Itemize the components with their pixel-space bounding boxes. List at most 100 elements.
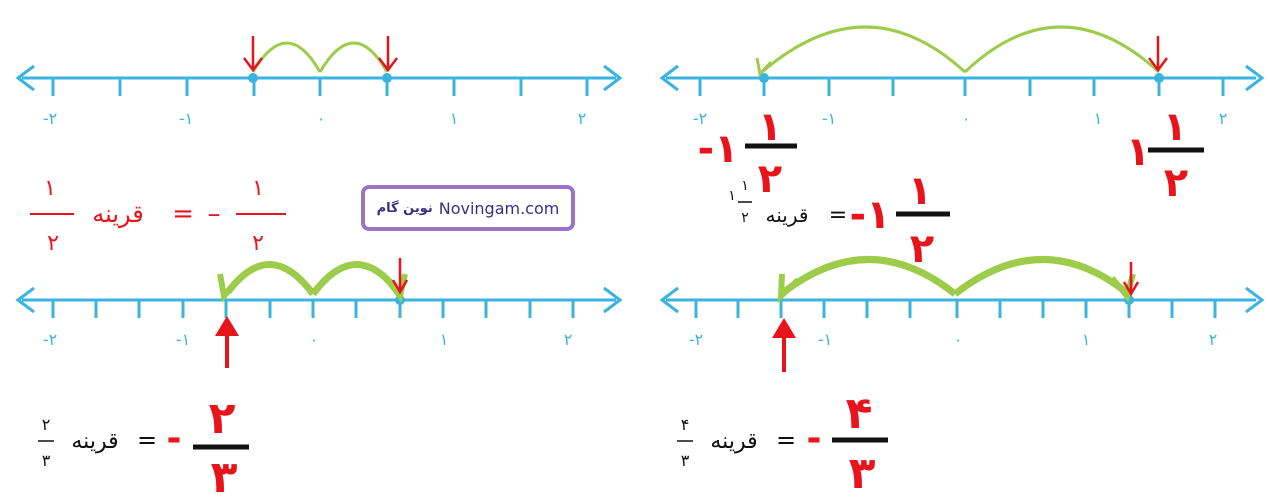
mixed-numerator: ۱ [758,104,782,150]
fraction-denominator: ۲ [252,231,264,256]
red-up-arrow [772,318,796,372]
tick-label: ۱ [450,109,459,128]
fraction-numerator: ۱ [741,178,749,194]
tick-label: ۲ [1219,109,1228,128]
tick-label: -۲ [43,109,57,128]
tick-label: -۲ [43,330,57,349]
tick-label: -۱ [818,330,832,349]
tick-label: ۱ [1082,330,1091,349]
tick-label: -۲ [693,109,707,128]
arc-arrowhead [755,57,773,78]
equation-top-left: ۱ ۲ قرینه = – ۱ ۲ [30,176,286,256]
tick-label: -۱ [179,109,193,128]
axis-arrow-left [15,64,35,92]
red-down-arrow [1148,36,1168,73]
watermark-persian: نوین گام [376,200,433,216]
mixed-whole: -۱ [849,192,890,238]
axis-arrow-right [603,286,623,314]
tick-marks [51,300,575,318]
equals-sign: = [776,426,796,454]
tick-label: ۰ [317,109,326,128]
number-line-top-left: -۲ -۱ ۰ ۱ ۲ [15,36,623,128]
mixed-whole: ۱ [728,188,736,204]
equals-sign: = [172,199,194,229]
number-line-bottom-left: -۲ -۱ ۰ ۱ ۲ [15,258,623,368]
axis-arrow-right [1245,64,1265,92]
equals-sign: = [829,203,847,228]
fraction-denominator: ۲ [910,226,934,272]
axis-arrow-left [659,286,679,314]
jump-arc [761,25,967,74]
word-opposite: قرینه [71,429,118,454]
tick-label: ۱ [1094,109,1103,128]
arc-arrowhead [777,273,801,304]
number-line-bottom-right: -۲ -۱ ۰ ۱ ۲ [659,256,1265,372]
watermark-logo: نوین گام Novingam.com [361,185,575,231]
equation-bottom-right: ۴ ۳ قرینه = - ۴ ۳ [677,388,888,499]
mixed-whole: ۱ [1126,129,1150,175]
red-down-arrow [243,36,263,73]
fraction-numerator: ۱ [44,176,56,201]
word-opposite: قرینه [766,203,809,227]
mixed-whole: -۱ [697,126,738,172]
watermark-latin: Novingam.com [438,198,560,218]
tick-label: ۱ [440,330,449,349]
tick-marks [51,78,589,96]
word-opposite: قرینه [92,200,144,228]
axis-arrow-right [603,64,623,92]
red-down-arrow [1122,262,1140,297]
point-label-negative: -۱ ۱ ۲ [697,104,797,202]
tick-label: ۰ [310,330,319,349]
tick-label: -۲ [689,330,703,349]
point-marker [382,73,392,83]
arc-arrowhead [217,273,243,303]
jump-arc [963,25,1161,74]
tick-label: -۱ [176,330,190,349]
red-up-arrow [215,316,239,368]
tick-label: ۰ [954,330,963,349]
axis-arrow-right [1245,286,1265,314]
tick-marks [694,300,1217,318]
tick-marks [698,78,1225,96]
tick-label: ۲ [1209,330,1218,349]
mixed-denominator: ۲ [1164,160,1188,206]
arc-arrowhead [383,273,408,303]
fraction-numerator: ۲ [209,393,236,444]
minus-sign: - [807,418,822,459]
tick-label: ۲ [564,330,573,349]
fraction-denominator: ۲ [741,210,749,226]
fraction-denominator: ۳ [42,451,51,470]
tick-label: -۱ [822,109,836,128]
jump-arc [318,41,389,73]
fraction-denominator: ۲ [47,231,59,256]
fraction-denominator: ۳ [681,451,690,470]
equation-top-right: ۱ ۱ ۲ قرینه = -۱ ۱ ۲ [728,168,950,272]
jump-arc [251,41,322,73]
axis-arrow-left [15,286,35,314]
fraction-numerator: ۱ [252,176,264,201]
minus-sign: – [208,199,221,229]
word-opposite: قرینه [710,429,757,454]
fraction-numerator: ۴ [846,388,873,439]
fraction-denominator: ۳ [849,448,876,499]
jump-arc [952,256,1129,297]
red-down-arrow [391,258,409,295]
number-line-top-right: -۲ -۱ ۰ ۱ ۲ [659,25,1265,128]
tick-label: ۰ [962,109,971,128]
fraction-numerator: ۲ [42,415,51,434]
point-label-positive: ۱ ۱ ۲ [1126,104,1204,206]
mixed-denominator: ۲ [758,156,782,202]
fraction-numerator: ۱ [908,168,932,214]
mixed-numerator: ۱ [1163,104,1187,150]
equation-bottom-left: ۲ ۳ قرینه = - ۲ ۳ [38,393,249,503]
equals-sign: = [137,426,157,454]
minus-sign: - [167,418,182,459]
red-down-arrow [378,36,398,73]
tick-label: ۲ [578,109,587,128]
fraction-denominator: ۳ [211,452,238,503]
jump-arc [781,256,958,297]
axis-arrow-left [659,64,679,92]
fraction-numerator: ۴ [681,415,690,434]
